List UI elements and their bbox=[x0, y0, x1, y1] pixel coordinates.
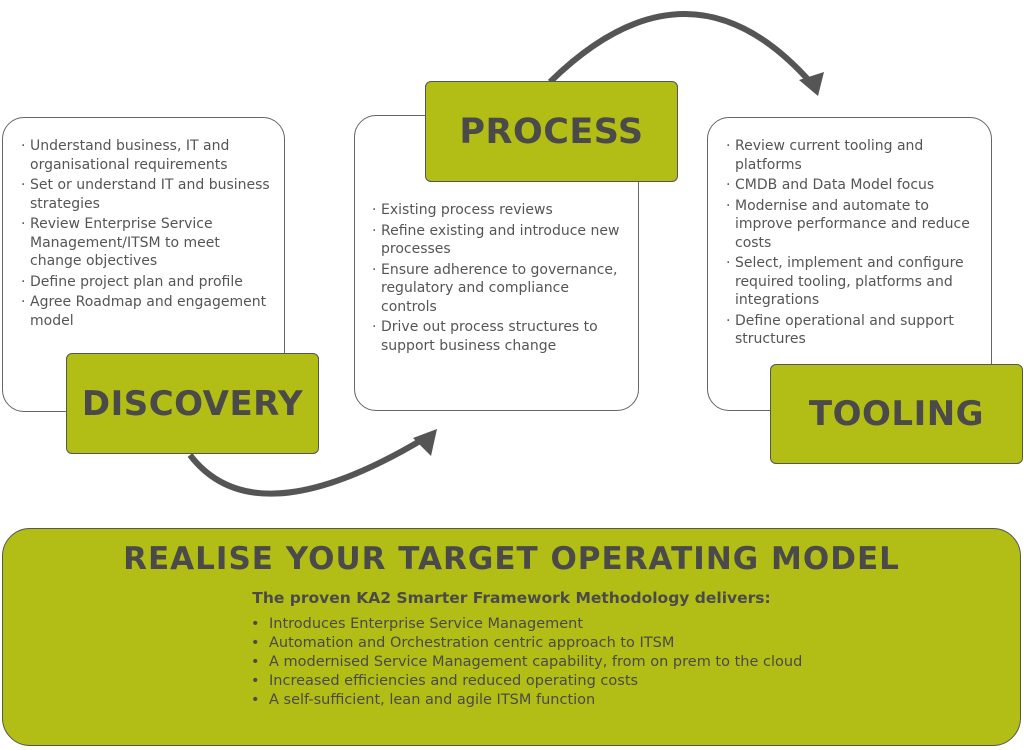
list-item: Agree Roadmap and engagement model bbox=[21, 293, 271, 330]
arrow-process-to-tooling bbox=[547, 11, 815, 86]
list-item: Ensure adherence to governance, regulato… bbox=[372, 261, 622, 317]
process-list: Existing process reviews Refine existing… bbox=[372, 201, 622, 355]
list-item: Drive out process structures to support … bbox=[372, 318, 622, 355]
discovery-card: Understand business, IT and organisation… bbox=[2, 117, 285, 412]
list-item: Define operational and support structure… bbox=[726, 312, 978, 349]
tooling-title: TOOLING bbox=[808, 394, 985, 434]
list-item: Review current tooling and platforms bbox=[726, 137, 978, 174]
discovery-list: Understand business, IT and organisation… bbox=[21, 137, 271, 330]
process-label: PROCESS bbox=[425, 81, 678, 182]
list-item: A modernised Service Management capabili… bbox=[251, 653, 1020, 672]
list-item: Increased efficiencies and reduced opera… bbox=[251, 672, 1020, 691]
arrow-head-to-tooling bbox=[799, 72, 824, 96]
list-item: Existing process reviews bbox=[372, 201, 622, 220]
list-item: Understand business, IT and organisation… bbox=[21, 137, 271, 174]
list-item: Refine existing and introduce new proces… bbox=[372, 222, 622, 259]
tooling-label: TOOLING bbox=[770, 364, 1023, 464]
list-item: Review Enterprise Service Management/ITS… bbox=[21, 215, 271, 271]
list-item: A self-sufficient, lean and agile ITSM f… bbox=[251, 691, 1020, 710]
tooling-card: Review current tooling and platforms CMD… bbox=[707, 117, 992, 411]
list-item: Select, implement and configure required… bbox=[726, 254, 978, 310]
target-operating-model-banner: REALISE YOUR TARGET OPERATING MODEL The … bbox=[2, 528, 1021, 746]
banner-title: REALISE YOUR TARGET OPERATING MODEL bbox=[123, 541, 900, 577]
list-item: CMDB and Data Model focus bbox=[726, 176, 978, 195]
arrow-discovery-to-process bbox=[187, 435, 427, 497]
banner-subtitle: The proven KA2 Smarter Framework Methodo… bbox=[252, 589, 771, 607]
list-item: Automation and Orchestration centric app… bbox=[251, 634, 1020, 653]
discovery-title: DISCOVERY bbox=[81, 383, 304, 424]
discovery-label: DISCOVERY bbox=[66, 353, 319, 454]
list-item: Set or understand IT and business strate… bbox=[21, 176, 271, 213]
list-item: Define project plan and profile bbox=[21, 273, 271, 292]
list-item: Modernise and automate to improve perfor… bbox=[726, 197, 978, 253]
process-title: PROCESS bbox=[459, 111, 644, 152]
banner-list: Introduces Enterprise Service Management… bbox=[251, 615, 1020, 710]
arrow-head-to-process bbox=[413, 429, 437, 456]
list-item: Introduces Enterprise Service Management bbox=[251, 615, 1020, 634]
tooling-list: Review current tooling and platforms CMD… bbox=[726, 137, 978, 349]
